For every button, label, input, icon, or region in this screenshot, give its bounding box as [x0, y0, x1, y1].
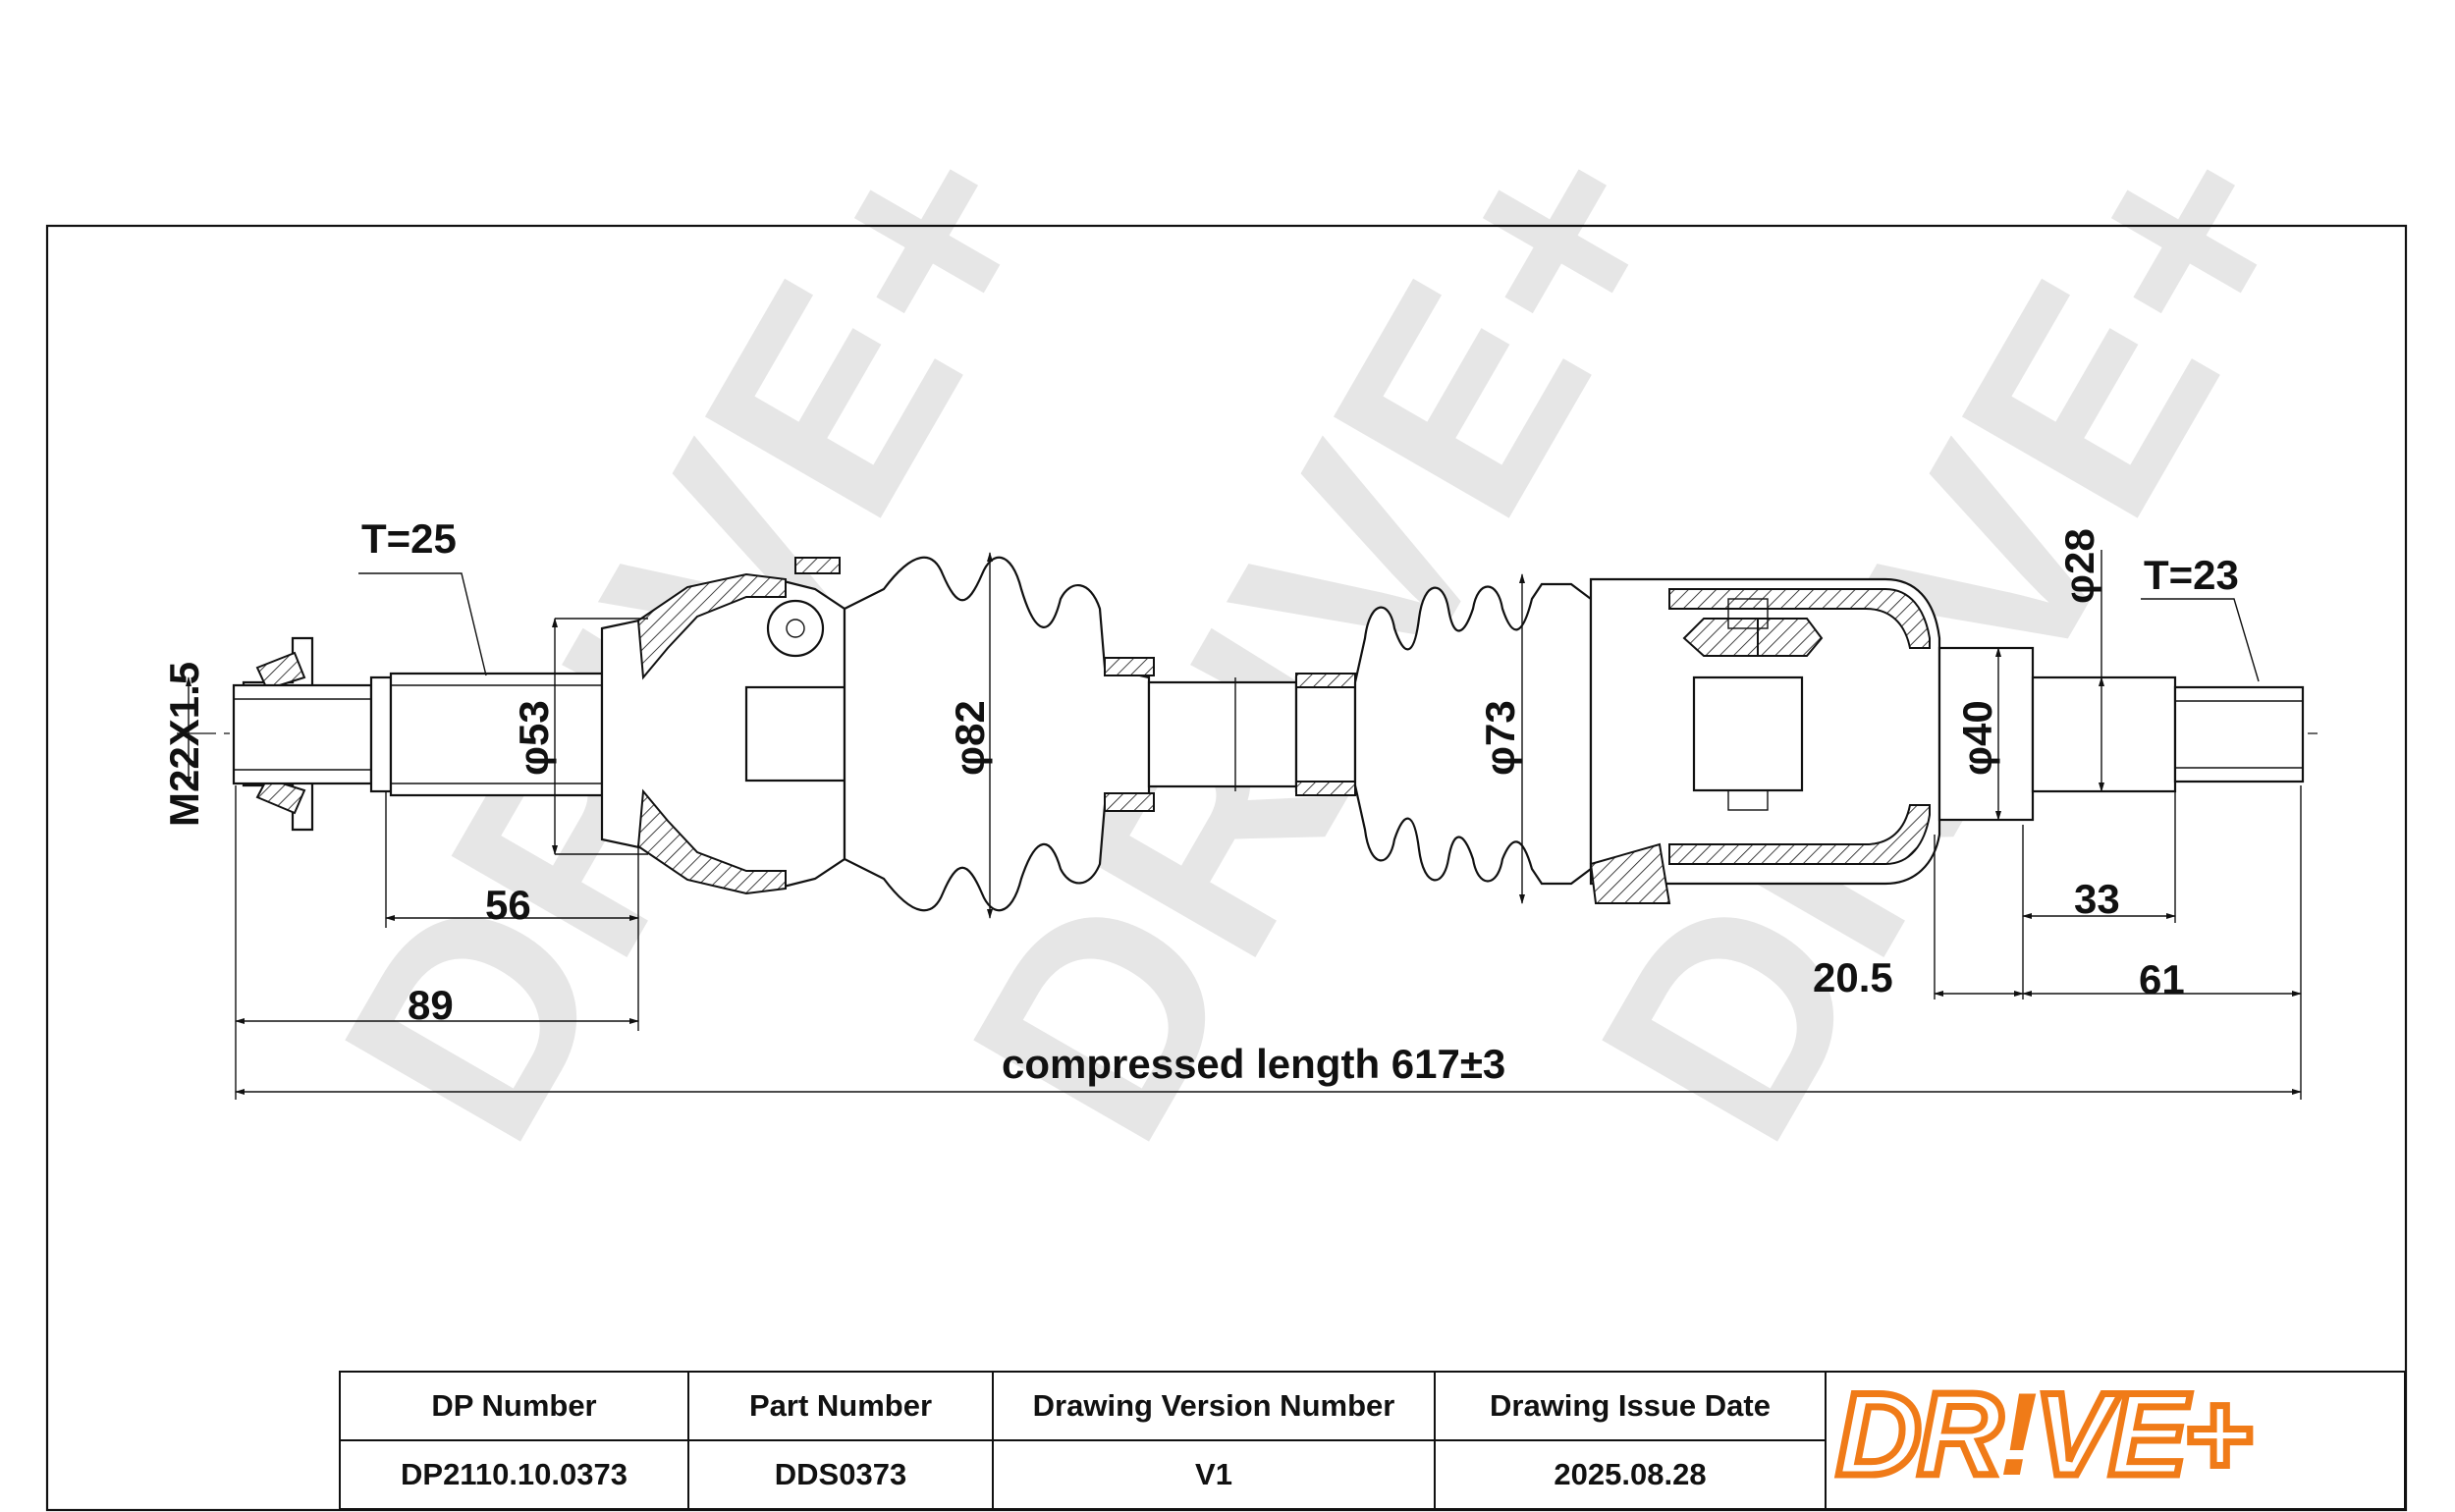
tb-logo-cell: [1825, 1371, 2406, 1510]
watermark-group: DR!VE+ DR!VE+ DR!VE+: [279, 82, 2366, 1190]
inner-boot: [1353, 582, 1593, 886]
dim-thread-left: T=25: [361, 515, 457, 562]
inner-joint-assembly: [1353, 577, 2305, 904]
tb-value-dp-number: DP2110.10.0373: [339, 1439, 689, 1510]
tb-value-dp-number-text: DP2110.10.0373: [401, 1457, 627, 1491]
spline-left: [369, 675, 393, 793]
tb-header-dp-number: DP Number: [339, 1371, 689, 1441]
dim-dia-28: φ28: [2056, 528, 2102, 604]
spline-shaft-left: [389, 672, 604, 797]
dim-thread-right: T=23: [2144, 552, 2239, 598]
tb-header-part-number-text: Part Number: [748, 1388, 933, 1423]
dim-len-56: 56: [485, 882, 531, 928]
logo-text-dot: !: [1998, 1369, 2038, 1500]
tb-value-issue-date-text: 2025.08.28: [1554, 1457, 1707, 1491]
tb-header-dp-number-text: DP Number: [431, 1388, 597, 1423]
dim-dia-53: φ53: [511, 700, 557, 776]
tb-value-version-text: V1: [1195, 1457, 1232, 1491]
dim-len-61: 61: [2139, 956, 2185, 1002]
tb-header-version: Drawing Version Number: [992, 1371, 1436, 1441]
stub-shaft-right: [2031, 675, 2177, 793]
dim-thread-size: M22X1.5: [161, 662, 207, 827]
drawing-frame: [45, 224, 2408, 1512]
tb-header-issue-date: Drawing Issue Date: [1434, 1371, 1827, 1441]
housing-neck: [1937, 646, 2035, 822]
dimension-lines: [186, 550, 2302, 1100]
logo-text-end: VE+: [2031, 1366, 2256, 1504]
tb-header-part-number: Part Number: [687, 1371, 994, 1441]
tb-value-version: V1: [992, 1439, 1436, 1510]
cv-ball: [766, 599, 825, 658]
dim-len-20-5: 20.5: [1813, 954, 1893, 1000]
tb-value-part-number: DDS0373: [687, 1439, 994, 1510]
dim-len-33: 33: [2074, 876, 2120, 922]
logo-text-main: DR: [1832, 1366, 2005, 1504]
dim-len-89: 89: [408, 982, 454, 1028]
dim-compressed-length: compressed length 617±3: [1002, 1041, 1505, 1087]
tripod-spider: [1692, 675, 1804, 792]
thread-stub-left: [232, 683, 373, 785]
tb-value-issue-date: 2025.08.28: [1434, 1439, 1827, 1510]
tb-header-issue-date-text: Drawing Issue Date: [1490, 1388, 1771, 1423]
brand-logo: DR!VE+: [1832, 1366, 2406, 1504]
thread-stub-right: [2173, 685, 2305, 783]
tb-header-version-text: Drawing Version Number: [1032, 1388, 1395, 1423]
outer-joint-assembly: [232, 556, 1155, 912]
intermediate-shaft: [1147, 673, 1357, 796]
dim-dia-40: φ40: [1954, 700, 2000, 776]
dim-dia-73: φ73: [1477, 700, 1523, 776]
tb-value-part-number-text: DDS0373: [774, 1457, 907, 1491]
dim-dia-82: φ82: [947, 700, 993, 776]
